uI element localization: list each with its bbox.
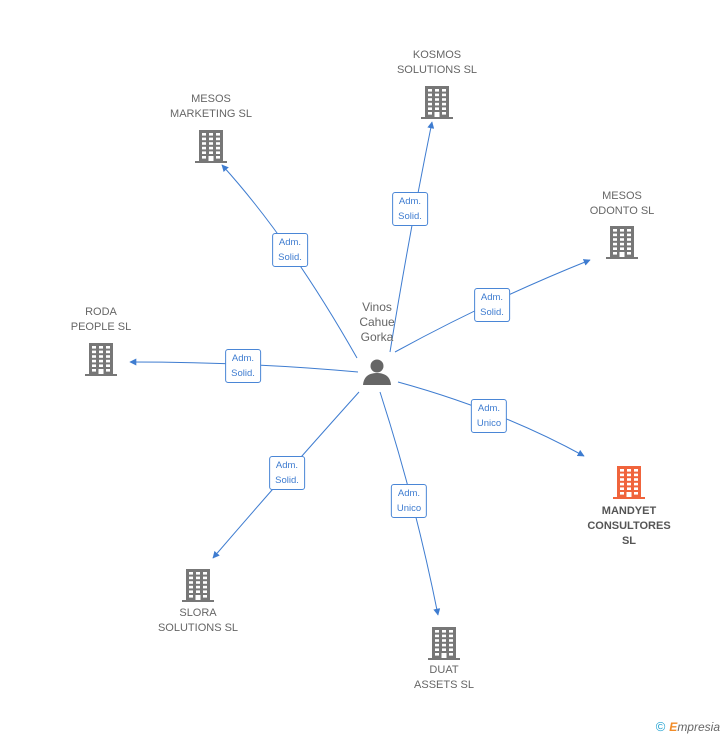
building-icon-duat[interactable] (428, 627, 460, 660)
building-icon-mesos-odonto[interactable] (606, 226, 638, 259)
building-icon-roda[interactable] (85, 343, 117, 376)
person-icon[interactable] (363, 359, 391, 386)
edge-label-mesos-odonto[interactable]: Adm. Solid. (474, 288, 510, 322)
building-icon-kosmos[interactable] (421, 86, 453, 119)
edge-label-roda[interactable]: Adm. Solid. (225, 349, 261, 383)
building-icon-mesos-marketing[interactable] (195, 130, 227, 163)
building-icon-slora[interactable] (182, 569, 214, 602)
edge-label-mesos-marketing[interactable]: Adm. Solid. (272, 233, 308, 267)
node-label-mesos-odonto[interactable]: MESOS ODONTO SL (589, 190, 655, 217)
edge-label-mandyet[interactable]: Adm. Unico (470, 399, 508, 433)
node-label-slora[interactable]: SLORA SOLUTIONS SL (157, 607, 239, 634)
edge-kosmos (389, 121, 435, 353)
edge-label-kosmos[interactable]: Adm. Solid. (392, 192, 428, 226)
footer-credit: © Empresia (656, 719, 720, 734)
node-label-mesos-marketing[interactable]: MESOS MARKETING SL (170, 93, 252, 120)
edge-label-duat[interactable]: Adm. Unico (390, 484, 428, 518)
node-label-duat[interactable]: DUAT ASSETS SL (414, 664, 474, 691)
building-icon-mandyet[interactable] (613, 466, 645, 499)
empresia-logo: Empresia (669, 719, 720, 734)
node-label-roda[interactable]: RODA PEOPLE SL (70, 306, 132, 333)
person-label[interactable]: Vinos Cahue Gorka (359, 300, 395, 344)
node-label-kosmos[interactable]: KOSMOS SOLUTIONS SL (396, 49, 478, 76)
edge-label-slora[interactable]: Adm. Solid. (269, 456, 305, 490)
copyright-symbol: © (655, 719, 666, 734)
node-label-mandyet[interactable]: MANDYET CONSULTORES SL (587, 505, 671, 547)
